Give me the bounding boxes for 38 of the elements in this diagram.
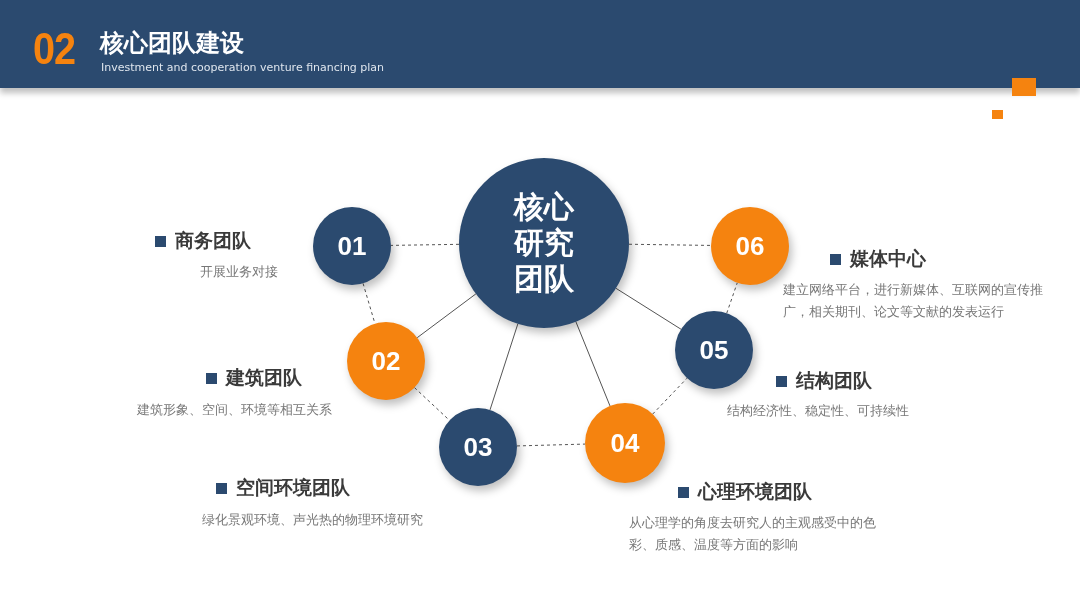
number-label: 03 <box>463 431 493 463</box>
number-circle <box>675 311 753 389</box>
number-circle <box>711 207 789 285</box>
connector-line <box>489 323 519 411</box>
connector-line <box>615 287 682 330</box>
dashed-connector <box>652 377 688 415</box>
number-label: 05 <box>699 334 729 366</box>
subtitle: Investment and cooperation venture financing plan <box>101 61 385 74</box>
page-title: 核心团队建设 <box>100 28 244 59</box>
dashed-connector <box>414 387 450 421</box>
number-label: 01 <box>337 230 367 262</box>
team-description: 绿化景观环境、声光热的物理环境研究 <box>202 511 424 529</box>
team-heading: 心理环境团队 <box>698 479 812 504</box>
number-circle <box>313 207 391 285</box>
dashed-connector <box>628 243 712 246</box>
dashed-connector <box>516 443 586 447</box>
connector-line <box>416 293 477 339</box>
team-heading: 空间环境团队 <box>236 475 350 500</box>
number-circle <box>585 403 665 483</box>
number-label: 06 <box>735 230 765 262</box>
team-description: 从心理学的角度去研究人的主观感受中的色彩、质感、温度等方面的影响 <box>629 514 877 554</box>
team-description: 开展业务对接 <box>200 263 279 281</box>
team-heading: 建筑团队 <box>226 365 302 390</box>
team-description: 建筑形象、空间、环境等相互关系 <box>137 401 333 419</box>
connector-line <box>575 321 611 407</box>
team-description: 建立网络平台，进行新媒体、互联网的宣传推广，相关期刊、论文等文献的发表运行 <box>783 281 1044 321</box>
number-circle <box>439 408 517 486</box>
center-label: 核心研究团队 <box>512 189 575 297</box>
section-number: 02 <box>33 24 76 74</box>
number-circle <box>347 322 425 400</box>
number-label: 02 <box>371 345 401 377</box>
team-description: 结构经济性、稳定性、可持续性 <box>727 402 910 420</box>
team-heading: 商务团队 <box>175 228 251 253</box>
team-heading: 结构团队 <box>796 368 872 393</box>
team-heading: 媒体中心 <box>850 246 926 271</box>
dashed-connector <box>726 282 738 314</box>
dashed-connector <box>390 243 460 246</box>
number-label: 04 <box>610 427 640 459</box>
